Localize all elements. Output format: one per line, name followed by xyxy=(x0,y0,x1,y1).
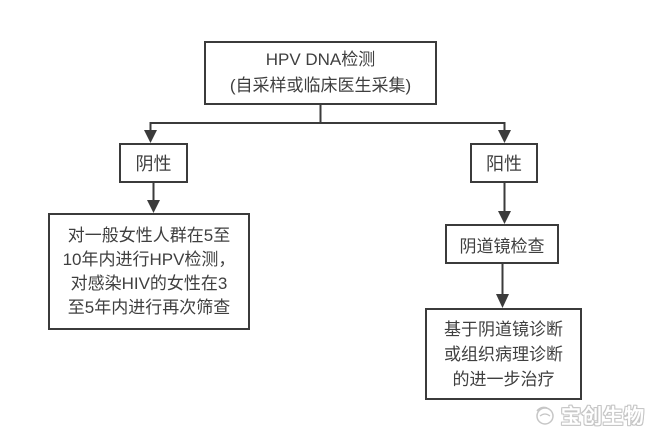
node-negative: 阴性 xyxy=(119,143,188,183)
node-colposcopy: 阴道镜检查 xyxy=(445,224,559,264)
node-positive: 阳性 xyxy=(470,143,538,183)
node-treatment: 基于阴道镜诊断 或组织病理诊断 的进一步治疗 xyxy=(425,308,582,400)
node-positive-label: 阳性 xyxy=(486,154,522,174)
node-negative-followup-line2: 10年内进行HPV检测， xyxy=(62,249,236,269)
node-treatment-line2: 或组织病理诊断 xyxy=(444,344,563,364)
brand-name: 宝创生物 xyxy=(561,406,645,428)
arrowhead-colposcopy-treatment xyxy=(496,294,509,308)
node-negative-followup-line3: 对感染HIV的女性在3 xyxy=(70,273,228,293)
node-negative-label: 阴性 xyxy=(135,154,172,174)
node-treatment-line1: 基于阴道镜诊断 xyxy=(444,319,563,339)
arrowhead-negative-followup xyxy=(147,200,160,213)
node-colposcopy-label: 阴道镜检查 xyxy=(459,236,545,256)
brand-watermark: 宝创生物 xyxy=(533,400,645,429)
node-hpv-dna-test: HPV DNA检测 (自采样或临床医生采集) xyxy=(204,41,437,105)
arrowhead-to-positive xyxy=(498,130,511,143)
node-negative-followup-line4: 至5年内进行再次筛查 xyxy=(67,297,231,317)
node-negative-followup-line1: 对一般女性人群在5至 xyxy=(67,225,231,245)
arrowhead-positive-colposcopy xyxy=(498,211,511,224)
node-hpv-dna-test-line2: (自采样或临床医生采集) xyxy=(229,76,412,95)
node-treatment-line3: 的进一步治疗 xyxy=(452,369,555,389)
arrowhead-to-negative xyxy=(144,130,157,143)
node-negative-followup: 对一般女性人群在5至 10年内进行HPV检测， 对感染HIV的女性在3 至5年内… xyxy=(48,213,250,330)
node-hpv-dna-test-line1: HPV DNA检测 xyxy=(265,50,376,69)
brand-logo-icon xyxy=(536,406,554,425)
